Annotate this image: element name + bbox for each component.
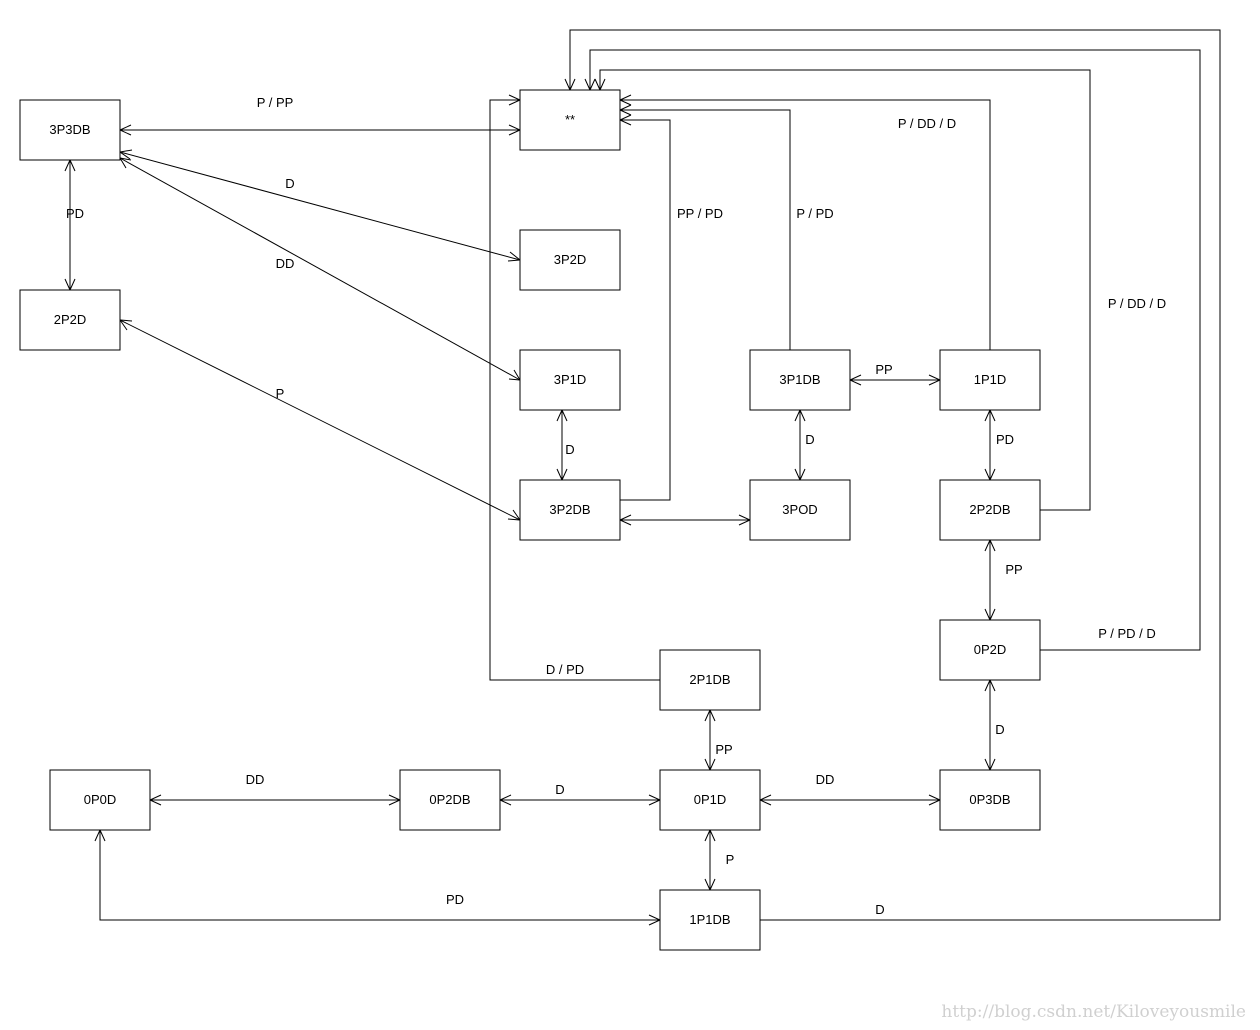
svg-text:3POD: 3POD bbox=[782, 502, 817, 517]
node-1P1D: 1P1D bbox=[939, 349, 1041, 411]
label-3P3DB-3P2D: D bbox=[285, 176, 294, 191]
label-0P0D-0P2DB: DD bbox=[246, 772, 265, 787]
label-3P1DB-3POD: D bbox=[805, 432, 814, 447]
svg-text:3P1DB: 3P1DB bbox=[779, 372, 820, 387]
node-3POD: 3POD bbox=[749, 479, 851, 541]
node-3P1D: 3P1D bbox=[519, 349, 621, 411]
node-0P3DB: 0P3DB bbox=[939, 769, 1041, 831]
label-2P1DB-0P1D: PP bbox=[715, 742, 732, 757]
label-3P3DB-2P2D: PD bbox=[66, 206, 84, 221]
edge-2P2DB-star bbox=[599, 69, 1091, 511]
node-0P1D: 0P1D bbox=[659, 769, 761, 831]
label-3P3DB-star: P / PP bbox=[257, 95, 294, 110]
svg-text:3P2D: 3P2D bbox=[554, 252, 587, 267]
label-3P2DB-star: PP / PD bbox=[677, 206, 723, 221]
label-1P1D-2P2DB: PD bbox=[996, 432, 1014, 447]
svg-text:0P1D: 0P1D bbox=[694, 792, 727, 807]
label-3P3DB-3P1D: DD bbox=[276, 256, 295, 271]
node-0P2D: 0P2D bbox=[939, 619, 1041, 681]
label-0P1D-1P1DB: P bbox=[726, 852, 735, 867]
svg-text:2P2DB: 2P2DB bbox=[969, 502, 1010, 517]
edge-0P0D-1P1DB bbox=[99, 830, 660, 921]
node-2P2D: 2P2D bbox=[19, 289, 121, 351]
edge-2P1DB-star bbox=[489, 99, 660, 681]
watermark-text: http://blog.csdn.net/Kiloveyousmile bbox=[941, 1002, 1246, 1022]
label-0P2DB-0P1D: D bbox=[555, 782, 564, 797]
edge-3P3DB-3P2D bbox=[119, 151, 521, 261]
edge-0P2D-star bbox=[589, 49, 1201, 651]
edge-3P2DB-star bbox=[620, 119, 671, 501]
edge-1P1DB-star bbox=[569, 29, 1221, 921]
edge-1P1D-star bbox=[620, 99, 991, 350]
node-0P2DB: 0P2DB bbox=[399, 769, 501, 831]
label-2P2D-3P2DB: P bbox=[276, 386, 285, 401]
label-3P1D-3P2DB: D bbox=[565, 442, 574, 457]
svg-text:0P0D: 0P0D bbox=[84, 792, 117, 807]
label-0P2D-star: P / PD / D bbox=[1098, 626, 1156, 641]
svg-text:2P1DB: 2P1DB bbox=[689, 672, 730, 687]
label-2P1DB-star: D / PD bbox=[546, 662, 584, 677]
svg-text:**: ** bbox=[565, 112, 575, 127]
node-3P1DB: 3P1DB bbox=[749, 349, 851, 411]
node-2P2DB: 2P2DB bbox=[939, 479, 1041, 541]
node-2P1DB: 2P1DB bbox=[659, 649, 761, 711]
edge-2P2D-3P2DB bbox=[119, 319, 521, 521]
node-3P2D: 3P2D bbox=[519, 229, 621, 291]
label-0P0D-1P1DB: PD bbox=[446, 892, 464, 907]
label-1P1D-star: P / DD / D bbox=[898, 116, 956, 131]
node-3P3DB: 3P3DB bbox=[19, 99, 121, 161]
node-3P2DB: 3P2DB bbox=[519, 479, 621, 541]
label-3P1DB-1P1D: PP bbox=[875, 362, 892, 377]
node-0P0D: 0P0D bbox=[49, 769, 151, 831]
svg-text:2P2D: 2P2D bbox=[54, 312, 87, 327]
svg-text:0P2D: 0P2D bbox=[974, 642, 1007, 657]
node-1P1DB: 1P1DB bbox=[659, 889, 761, 951]
svg-text:3P2DB: 3P2DB bbox=[549, 502, 590, 517]
svg-text:3P3DB: 3P3DB bbox=[49, 122, 90, 137]
edge-3P1DB-star bbox=[620, 109, 791, 350]
label-3P1DB-star: P / PD bbox=[796, 206, 833, 221]
svg-text:1P1D: 1P1D bbox=[974, 372, 1007, 387]
edge-3P3DB-3P1D bbox=[119, 157, 521, 381]
svg-text:1P1DB: 1P1DB bbox=[689, 912, 730, 927]
svg-text:0P2DB: 0P2DB bbox=[429, 792, 470, 807]
svg-text:3P1D: 3P1D bbox=[554, 372, 587, 387]
label-2P2DB-0P2D: PP bbox=[1005, 562, 1022, 577]
label-2P2DB-star: P / DD / D bbox=[1108, 296, 1166, 311]
node-star: ** bbox=[519, 89, 621, 151]
label-0P2D-0P3DB: D bbox=[995, 722, 1004, 737]
svg-text:0P3DB: 0P3DB bbox=[969, 792, 1010, 807]
label-1P1DB-star: D bbox=[875, 902, 884, 917]
label-0P1D-0P3DB: DD bbox=[816, 772, 835, 787]
